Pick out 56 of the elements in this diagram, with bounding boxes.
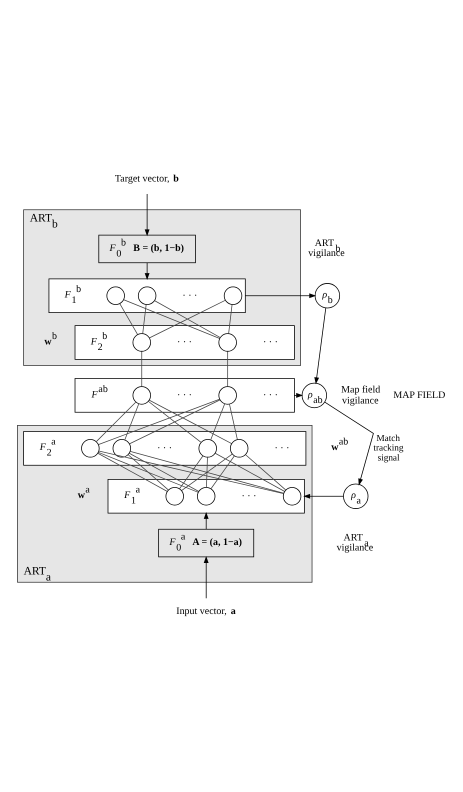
- connector: [148, 401, 202, 443]
- connector: [123, 299, 220, 339]
- node-circle: [132, 333, 151, 352]
- connector: [129, 400, 220, 444]
- arrow: [144, 262, 150, 280]
- connector: [154, 300, 221, 338]
- node-circle: [198, 439, 217, 458]
- connector: [98, 450, 284, 494]
- connector: [245, 454, 286, 490]
- arrow: [324, 402, 374, 486]
- arrow: [204, 512, 209, 530]
- node-circle: [166, 487, 184, 506]
- node-circle: [224, 286, 242, 305]
- node-circle: [132, 386, 151, 405]
- node-circle: [81, 439, 100, 458]
- arrow: [204, 556, 209, 599]
- arrow: [244, 293, 316, 298]
- connector: [149, 400, 232, 444]
- node-circle: [138, 286, 156, 305]
- connector: [210, 403, 226, 440]
- node-circle: [196, 487, 216, 506]
- connector: [229, 404, 238, 440]
- connector: [210, 456, 235, 490]
- node-text: Input vector, a: [176, 606, 236, 617]
- node-circle: [282, 487, 302, 506]
- connector: [141, 351, 142, 387]
- label: MAP FIELD: [393, 390, 446, 402]
- connector: [98, 452, 199, 493]
- connector: [97, 452, 168, 492]
- connector: [124, 403, 140, 440]
- node-circle: [218, 333, 237, 352]
- edge-label: Match tracking signal: [373, 432, 404, 463]
- connector: [119, 303, 138, 335]
- connector: [128, 454, 169, 490]
- connector: [214, 452, 285, 492]
- node-text: Target vector, b: [114, 174, 179, 185]
- connector: [206, 456, 208, 488]
- arrow: [144, 194, 150, 236]
- node-label: Map field vigilance: [341, 384, 380, 406]
- arrow: [294, 393, 304, 398]
- node-circle: [106, 286, 125, 305]
- arrow: [303, 494, 344, 499]
- connector: [149, 300, 226, 338]
- connector: [98, 398, 220, 445]
- connector: [181, 454, 233, 491]
- connector: [228, 304, 232, 334]
- connector: [130, 451, 284, 494]
- connector: [227, 351, 228, 387]
- connector: [128, 452, 199, 492]
- node-circle: [218, 386, 237, 405]
- node-circle: [230, 439, 248, 458]
- connector: [96, 402, 136, 442]
- node-circle: [112, 439, 132, 458]
- arrow: [314, 308, 326, 384]
- connector: [142, 304, 147, 334]
- connector: [179, 456, 204, 490]
